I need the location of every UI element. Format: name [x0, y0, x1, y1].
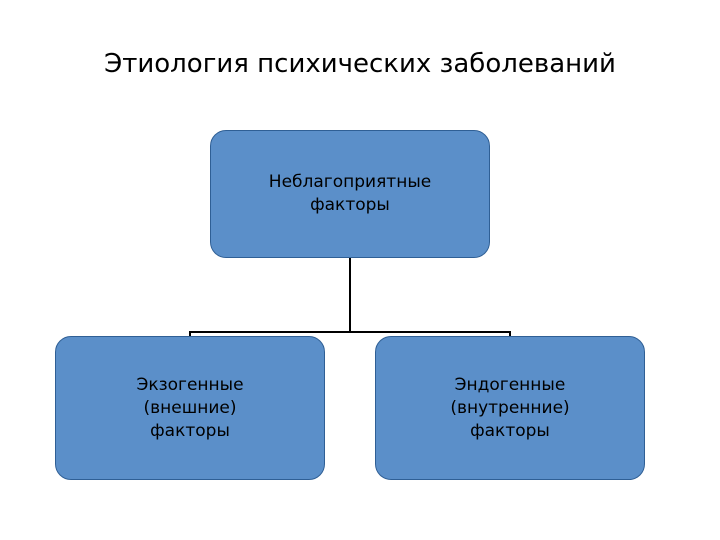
connector-to-exogenous [189, 331, 191, 338]
page-title: Этиология психических заболеваний [104, 49, 616, 79]
node-unfavorable-factors-label: Неблагоприятные факторы [268, 172, 432, 215]
node-exogenous-factors-label: Экзогенные (внешние) факторы [136, 374, 244, 441]
connector-root-stem [349, 258, 351, 332]
node-exogenous-factors: Экзогенные (внешние) факторы [55, 336, 325, 480]
node-unfavorable-factors: Неблагоприятные факторы [210, 130, 490, 258]
connector-horizontal-bar [189, 331, 511, 333]
connector-to-endogenous [509, 331, 511, 338]
node-endogenous-factors: Эндогенные (внутренние) факторы [375, 336, 645, 480]
node-endogenous-factors-label: Эндогенные (внутренние) факторы [450, 374, 570, 441]
